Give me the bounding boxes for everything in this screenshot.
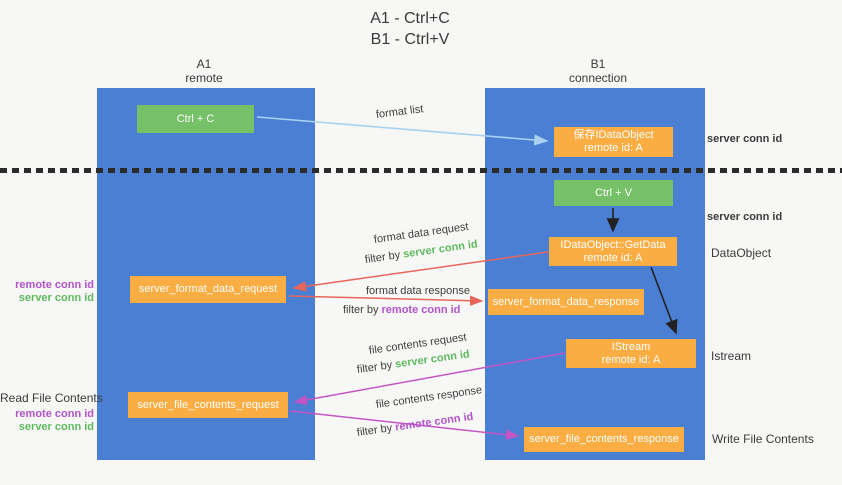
format-list-label: format list [375, 103, 425, 121]
column-b1-id: B1 [590, 57, 606, 71]
getdata-line2: remote id: A [583, 251, 643, 264]
format-data-response-label: format data response [366, 285, 470, 297]
left-server-conn-id-bottom: server conn id [18, 421, 94, 433]
format-data-response-filter-label: filter by remote conn id [343, 304, 460, 316]
filter-by-text: filter by [356, 359, 393, 376]
server-file-contents-response-box: server_file_contents_response [524, 427, 684, 452]
file-contents-response-filter-label: filter by remote conn id [356, 411, 474, 439]
left-conn-id-group-top: remote conn id server conn id [0, 279, 94, 305]
column-header-a1: A1 remote [144, 57, 264, 85]
ctrl-v-box: Ctrl + V [554, 180, 673, 206]
istream-side-label: Istream [711, 349, 752, 363]
column-a1-role: remote [185, 71, 223, 85]
column-a1-id: A1 [196, 57, 212, 71]
left-remote-conn-id-bottom: remote conn id [15, 408, 94, 420]
save-idataobject-line1: 保存IDataObject [573, 129, 654, 141]
remote-conn-id-text: remote conn id [394, 410, 475, 434]
right-server-conn-id-top: server conn id [707, 133, 783, 145]
ctrl-v-label: Ctrl + V [595, 186, 632, 199]
server-file-contents-response-label: server_file_contents_response [529, 433, 679, 445]
diagram-title-line1: A1 - Ctrl+C [370, 10, 450, 27]
diagram-title: A1 - Ctrl+C B1 - Ctrl+V [310, 8, 510, 50]
column-b1-role: connection [568, 71, 628, 85]
column-header-b1: B1 connection [538, 57, 658, 85]
server-format-data-response-box: server_format_data_response [488, 289, 644, 315]
istream-box: IStream remote id: A [566, 339, 696, 368]
server-file-contents-request-box: server_file_contents_request [128, 392, 288, 418]
save-idataobject-box: 保存IDataObject remote id: A [554, 127, 673, 157]
left-server-conn-id-top: server conn id [18, 292, 94, 304]
server-format-data-request-label: server_format_data_request [138, 283, 278, 295]
server-format-data-request-box: server_format_data_request [130, 276, 286, 303]
filter-by-text: filter by [356, 422, 393, 439]
dataobject-label: DataObject [711, 246, 772, 260]
session-divider-dashed-line [0, 168, 842, 173]
diagram-title-line2: B1 - Ctrl+V [370, 31, 450, 48]
left-conn-id-group-bottom: remote conn id server conn id [0, 408, 94, 434]
save-idataobject-line2: remote id: A [584, 142, 643, 154]
istream-line2: remote id: A [601, 353, 661, 366]
remote-conn-id-text: remote conn id [381, 304, 461, 316]
server-conn-id-text: server conn id [402, 238, 479, 261]
filter-by-text: filter by [343, 304, 379, 316]
filter-by-text: filter by [364, 249, 401, 266]
server-format-data-response-label: server_format_data_response [492, 295, 640, 308]
server-file-contents-request-label: server_file_contents_request [137, 398, 279, 411]
ctrl-c-box: Ctrl + C [137, 105, 254, 133]
file-contents-response-label: file contents response [375, 384, 483, 411]
write-file-contents-label: Write File Contents [712, 432, 814, 446]
left-remote-conn-id-top: remote conn id [15, 279, 94, 291]
idataobject-getdata-box: IDataObject::GetData remote id: A [549, 237, 677, 266]
read-file-contents-label: Read File Contents [0, 391, 103, 405]
ctrl-c-label: Ctrl + C [176, 112, 215, 125]
right-server-conn-id-mid: server conn id [707, 211, 783, 223]
getdata-line1: IDataObject::GetData [560, 238, 666, 251]
istream-line1: IStream [611, 340, 651, 353]
